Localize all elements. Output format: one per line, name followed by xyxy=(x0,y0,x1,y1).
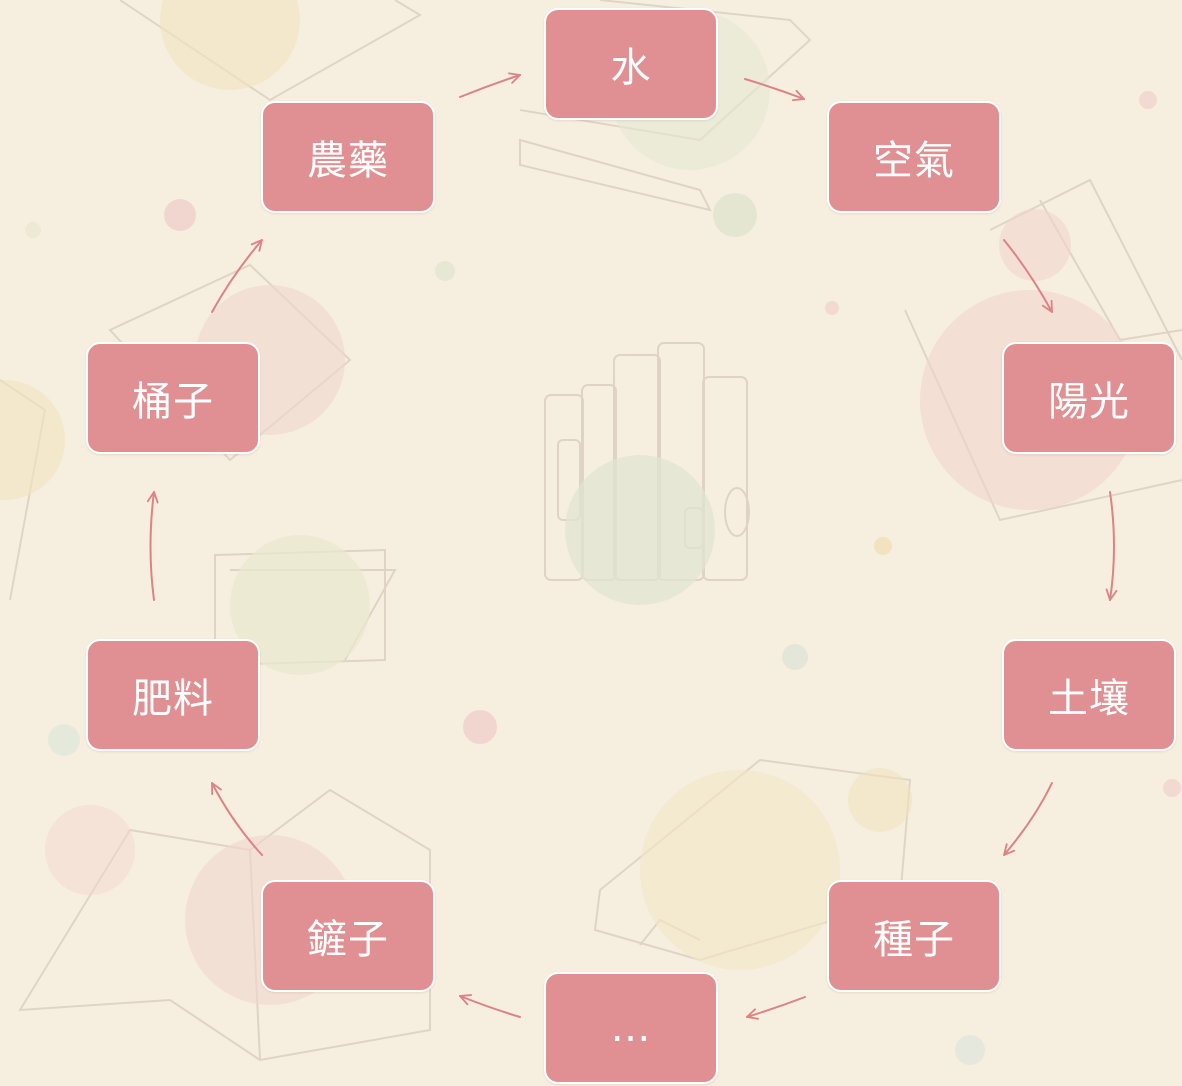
node-soil-label: 土壤 xyxy=(1048,676,1130,722)
node-more-label: … xyxy=(610,1005,652,1051)
node-pesticide-label: 農藥 xyxy=(307,138,389,184)
node-bucket-label: 桶子 xyxy=(132,379,214,425)
node-fertilizer-label: 肥料 xyxy=(132,676,214,722)
open-book-bottom-left xyxy=(18,788,431,1062)
node-soil: 土壤 xyxy=(1002,639,1176,751)
node-sunlight-label: 陽光 xyxy=(1048,379,1130,425)
node-hoe-label: 鏟子 xyxy=(307,917,389,963)
node-sunlight: 陽光 xyxy=(1002,342,1176,454)
node-more: … xyxy=(544,972,718,1084)
node-air: 空氣 xyxy=(827,101,1001,213)
node-seeds-label: 種子 xyxy=(873,917,955,963)
node-bucket: 桶子 xyxy=(86,342,260,454)
node-water: 水 xyxy=(544,8,718,120)
node-water-label: 水 xyxy=(610,45,652,91)
node-pesticide: 農藥 xyxy=(261,101,435,213)
node-air-label: 空氣 xyxy=(873,138,955,184)
node-hoe: 鏟子 xyxy=(261,880,435,992)
node-fertilizer: 肥料 xyxy=(86,639,260,751)
node-seeds: 種子 xyxy=(827,880,1001,992)
